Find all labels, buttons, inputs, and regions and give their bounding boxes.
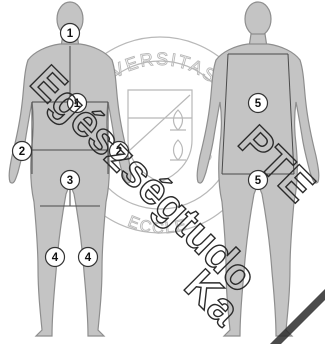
zone-marker-arm-left: 2 xyxy=(13,142,32,161)
zone-marker-label: 2 xyxy=(19,146,25,158)
zone-marker-leg-right: 4 xyxy=(79,248,98,267)
zone-marker-leg-left: 4 xyxy=(46,248,65,267)
zone-marker-label: 3 xyxy=(67,175,73,187)
zone-marker-label: 4 xyxy=(85,252,92,264)
zone-marker-label: 4 xyxy=(52,252,59,264)
zone-marker-head: 1 xyxy=(61,24,80,43)
fleur-de-lis-icon xyxy=(170,140,186,160)
zone-marker-abdomen: 3 xyxy=(61,171,80,190)
zone-marker-back: 5 xyxy=(249,94,268,113)
fleur-de-lis-icon xyxy=(170,110,186,130)
zone-marker-label: 1 xyxy=(67,28,74,40)
zone-marker-label: 5 xyxy=(255,98,262,110)
